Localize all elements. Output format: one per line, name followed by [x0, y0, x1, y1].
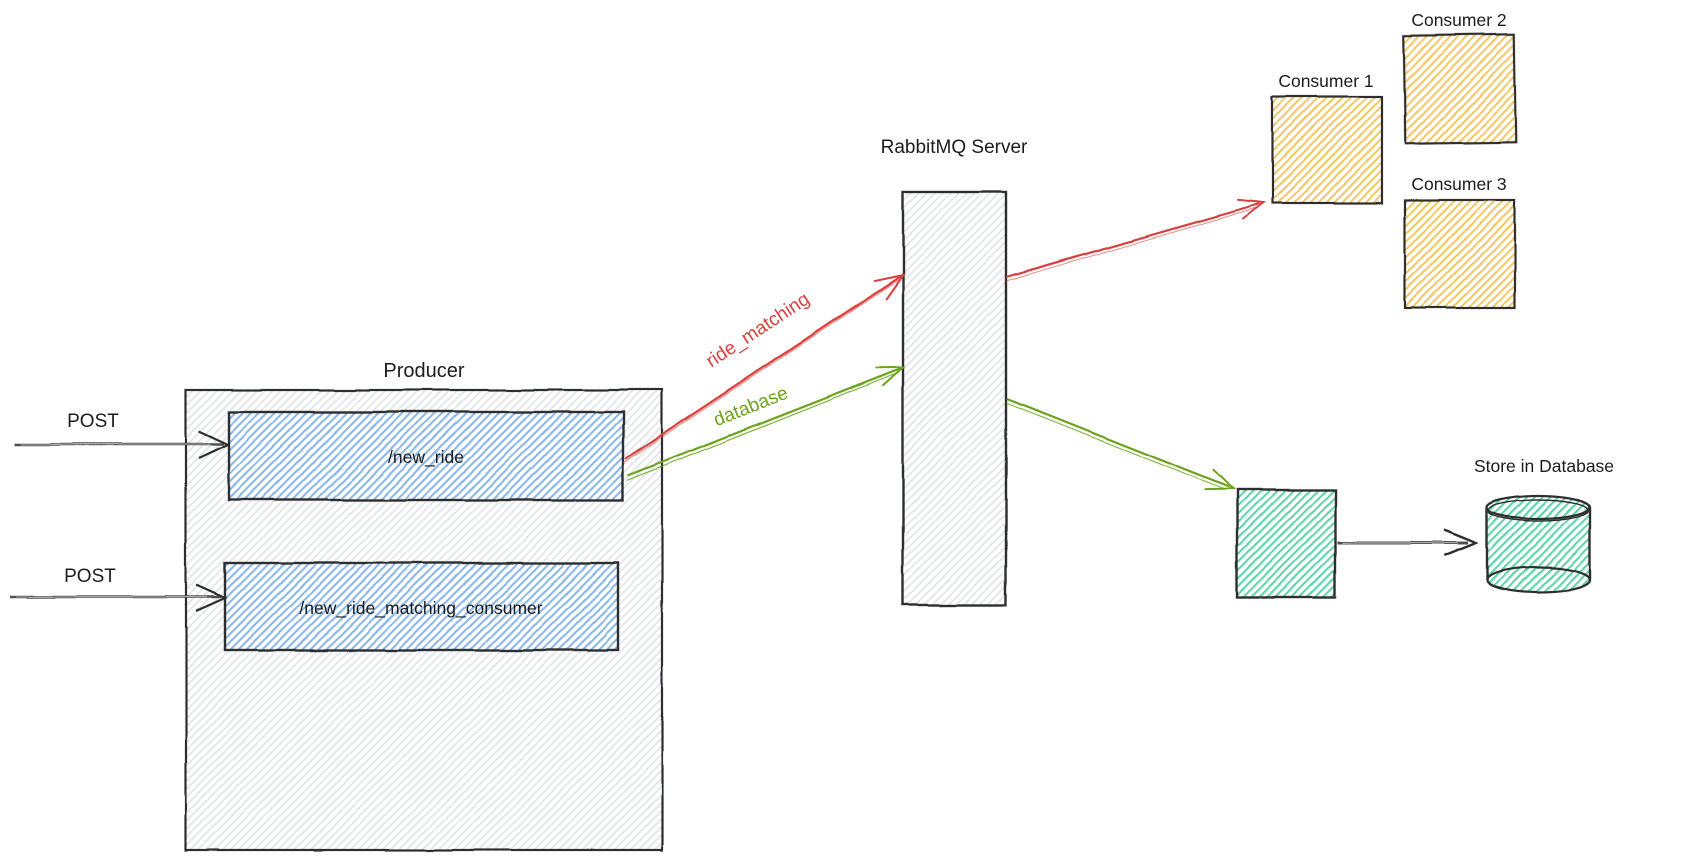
store-arrow-head — [1443, 528, 1480, 558]
database-cylinder — [1485, 494, 1592, 594]
post-arrow-2 — [10, 583, 228, 613]
consumer-2-label: Consumer 2 — [1411, 10, 1506, 30]
database-route-line — [627, 366, 902, 477]
to-database-consumer-line — [1006, 397, 1230, 489]
producer-label: Producer — [383, 360, 464, 382]
to-consumer1-head — [1236, 199, 1266, 221]
rabbitmq-server-label: RabbitMQ Server — [881, 137, 1028, 158]
consumer-1-box — [1270, 95, 1384, 205]
to-database-consumer-head — [1204, 468, 1236, 491]
to-consumer1-line — [1005, 202, 1260, 279]
rabbitmq-server-box — [901, 190, 1008, 607]
database-route-arrow — [626, 365, 906, 481]
database-consumer-box — [1235, 488, 1337, 599]
consumer-3-box — [1403, 198, 1517, 310]
post-label-1: POST — [67, 411, 119, 432]
database-route-head — [875, 365, 906, 387]
store-arrow — [1337, 528, 1480, 558]
ride-matching-line-double — [622, 279, 899, 464]
ride-matching-arrow — [622, 273, 906, 464]
endpoint-new-ride-label: /new_ride — [388, 447, 464, 468]
consumer-3-label: Consumer 3 — [1411, 174, 1506, 194]
post-label-2: POST — [64, 566, 116, 587]
cylinder-bottom-ellipse — [1485, 566, 1592, 594]
database-route-line-double — [626, 371, 900, 481]
to-consumer1-line-double — [1005, 207, 1257, 282]
consumer-2-box — [1403, 33, 1517, 145]
rabbitmq-to-consumer1-arrow — [1005, 199, 1266, 282]
store-in-database-label: Store in Database — [1474, 456, 1614, 476]
ride-matching-head — [873, 273, 906, 301]
endpoint-new-ride-matching-consumer-box — [223, 561, 620, 652]
post-arrow-2-head — [195, 583, 228, 613]
to-database-consumer-line-double — [1005, 402, 1227, 491]
post-arrow-1-head — [198, 430, 231, 459]
ride-matching-line — [624, 275, 902, 460]
endpoint-new-ride-box — [227, 410, 625, 502]
cylinder-top-ellipse-double — [1487, 498, 1590, 522]
consumer-1-label: Consumer 1 — [1278, 71, 1373, 91]
endpoint-new-ride-matching-consumer-label: /new_ride_matching_consumer — [299, 598, 542, 619]
rabbitmq-to-database-consumer-arrow — [1005, 397, 1236, 491]
post-arrow-1 — [14, 430, 231, 459]
